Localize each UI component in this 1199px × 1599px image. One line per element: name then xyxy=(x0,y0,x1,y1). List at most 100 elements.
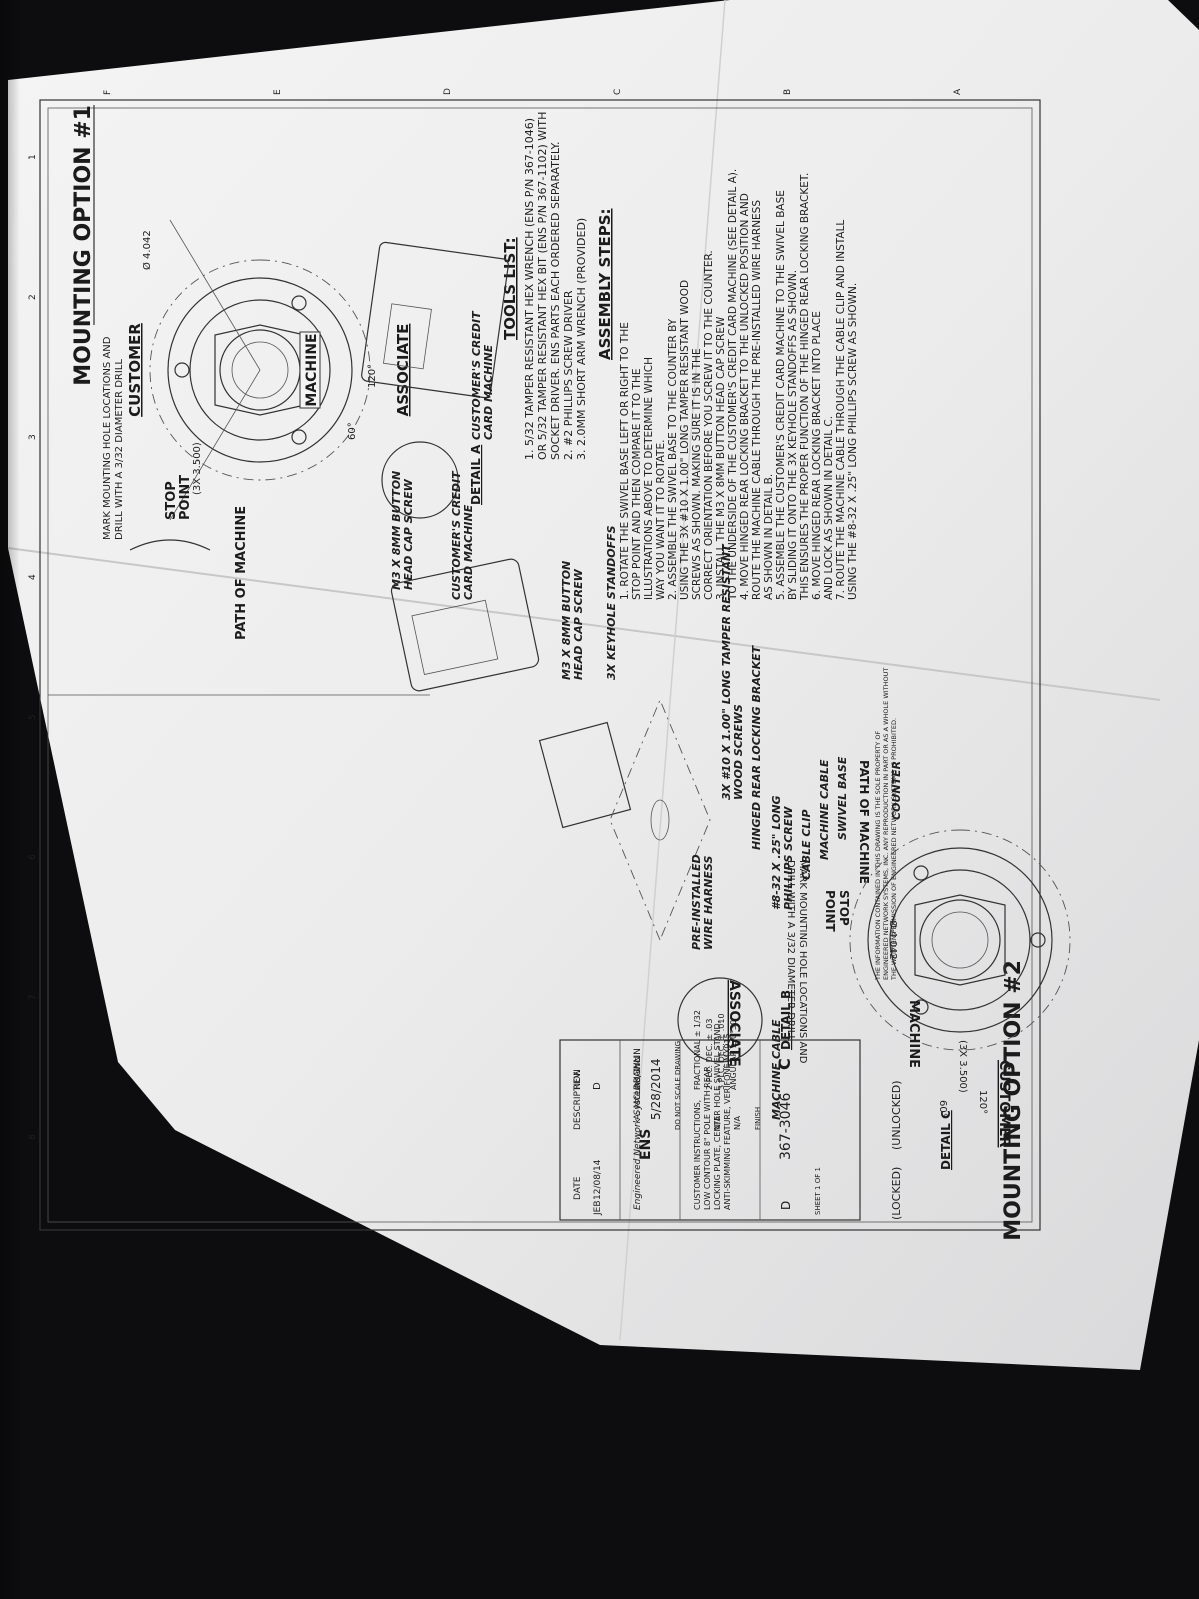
center-hub xyxy=(919,899,1001,981)
bolt-circle xyxy=(849,829,1071,1051)
assembly-line-12: ROUTE THE MACHINE CABLE THROUGH THE PRE-… xyxy=(751,200,763,600)
drawn-date: 5/28/2014 xyxy=(649,1058,663,1120)
na-1: N/A xyxy=(713,1115,722,1130)
tools-line-2: OR 5/32 TAMPER RESISTANT HEX BIT (ENS P/… xyxy=(536,112,549,460)
zone-marks: 1 2 3 4 5 6 7 8 A B C D E F xyxy=(28,88,963,1140)
cable-clip-label: CABLE CLIP xyxy=(800,809,813,880)
size-value: C xyxy=(775,1058,794,1070)
assembly-line-17: 6. MOVE HINGED REAR LOCKING BRACKET INTO… xyxy=(811,311,823,600)
zone-mark: B xyxy=(783,89,793,95)
mount-hole-2 xyxy=(291,295,307,311)
zone-mark: 1 xyxy=(28,154,38,160)
base-outer-ring xyxy=(867,847,1053,1033)
disclaimer-2: ENGINEERED NETWORK SYSTEMS, INC. ANY REP… xyxy=(882,668,890,980)
zone-mark: 2 xyxy=(28,294,38,300)
ens-logo: ENS xyxy=(638,1129,654,1160)
option1-stop-point-2: POINT xyxy=(178,475,193,520)
zone-mark: E xyxy=(273,89,283,95)
center-hole xyxy=(231,341,289,399)
assembly-line-11: 4. MOVE HINGED REAR LOCKING BRACKET TO T… xyxy=(739,193,751,600)
zone-mark: A xyxy=(953,88,963,95)
assembly-heading: ASSEMBLY STEPS: xyxy=(596,208,614,360)
base-outer-ring xyxy=(167,277,353,463)
exploded-assembly: CUSTOMER'S CREDIT CARD MACHINE M3 X 8MM … xyxy=(390,470,903,942)
m3-screw-a-1: M3 X 8MM BUTTON xyxy=(390,471,403,590)
option1-stop-point-1: STOP xyxy=(164,481,179,520)
detail-b-circle xyxy=(677,977,763,1063)
tools-line-5: 3. 2.0MM SHORT ARM WRENCH (PROVIDED) xyxy=(575,218,588,460)
assembly-line-7: SCREWS AS SHOWN. MAKING SURE IT IS IN TH… xyxy=(691,348,703,600)
tools-line-4: 2. #2 PHILLIPS SCREW DRIVER xyxy=(562,290,575,460)
customers-machine-a-1: CUSTOMER'S CREDIT xyxy=(470,310,483,440)
phillips-2: PHILLIPS SCREW xyxy=(782,806,795,910)
machine-cable-label: MACHINE CABLE xyxy=(818,759,831,860)
locked-label: (LOCKED) xyxy=(890,1167,903,1220)
assembly-line-2: STOP POINT AND THEN COMPARE IT TO THE xyxy=(631,369,643,600)
assembly-line-6: USING THE 3X #10 X 1.00" LONG TAMPER RES… xyxy=(679,280,691,600)
m3-screw-b-1: M3 X 8MM BUTTON xyxy=(560,561,573,680)
assembly-line-13: AS SHOWN IN DETAIL B. xyxy=(763,474,775,600)
counter-label: COUNTER xyxy=(890,761,903,820)
title-line-3: LOCKING PLATE, CENTER HOLE SWIVEL STAND, xyxy=(713,1021,722,1210)
company-name: Engineered Network Systems, Inc. xyxy=(633,1055,643,1210)
option2-stop-1: STOP xyxy=(837,890,851,926)
assembly-line-8: CORRECT ORIENTATION BEFORE YOU SCREW IT … xyxy=(703,250,715,600)
angle-120: 120° xyxy=(367,364,378,388)
drawing-sheet: MOUNTING OPTION #1 MACHINE CUSTOMER ASSO… xyxy=(28,88,1071,1241)
zone-mark: F xyxy=(103,90,113,95)
detail-c-illustration: DETAIL C (UNLOCKED) (LOCKED) xyxy=(890,1080,953,1220)
wire-harness-2: WIRE HARNESS xyxy=(702,856,715,950)
tools-heading: TOOLS LIST: xyxy=(501,237,519,340)
assembly-line-9: 3. INSTALL THE M3 X 8MM BUTTON HEAD CAP … xyxy=(715,316,727,600)
mount-hole-2 xyxy=(913,865,929,881)
keyhole-label: 3X KEYHOLE STANDOFFS xyxy=(605,525,618,680)
dim-line xyxy=(169,219,261,371)
rev-label: REV. xyxy=(573,1070,583,1090)
wood-screws-2: WOOD SCREWS xyxy=(732,704,745,800)
tools-line-3: SOCKET DRIVER. ENS PARTS EACH ORDERED SE… xyxy=(549,141,562,460)
option2-angle-60: 60° xyxy=(937,1100,948,1118)
na-2: N/A xyxy=(733,1115,742,1130)
customers-machine-a-2: CARD MACHINE xyxy=(482,344,495,440)
customers-machine-b-2: CARD MACHINE xyxy=(462,504,475,600)
wood-screws-1: 3X #10 X 1.00" LONG TAMPER RESISTANT xyxy=(720,543,733,800)
option2-path: PATH OF MACHINE xyxy=(857,760,871,884)
unlocked-label: (UNLOCKED) xyxy=(890,1080,903,1150)
counter-hole xyxy=(650,799,670,841)
counter-slab xyxy=(609,698,711,942)
option1-title: MOUNTING OPTION #1 xyxy=(71,105,96,386)
zone-mark: 7 xyxy=(28,994,38,1000)
assembly-line-14: 5. ASSEMBLE THE CUSTOMER'S CREDIT CARD M… xyxy=(775,190,787,600)
fold-crease-vertical xyxy=(619,0,726,1341)
card-machine-screen xyxy=(411,599,499,675)
title-line-1: CUSTOMER INSTRUCTIONS, xyxy=(693,1100,702,1210)
detail-a-circle xyxy=(381,441,459,519)
disclaimer: THE INFORMATION CONTAINED IN THIS DRAWIN… xyxy=(874,668,898,981)
swivel-plate xyxy=(914,894,1006,986)
swivel-base-label: SWIVEL BASE xyxy=(836,756,849,840)
option2-diagram xyxy=(849,829,1071,1051)
fold-crease xyxy=(7,547,1161,701)
center-hole xyxy=(931,911,989,969)
card-machine-underside xyxy=(361,241,509,399)
assembly-line-5: 2. ASSEMBLE THE SWIVEL BASE TO THE COUNT… xyxy=(667,318,679,600)
option2-note-2: DRILL WITH A 3/32 DIAMETER DRILL xyxy=(785,860,796,1041)
option2-dim-dia: Ø 4.042 xyxy=(887,920,899,960)
zone-mark: 3 xyxy=(28,434,38,440)
assembly-line-10: TO THE UNDERSIDE OF THE CUSTOMER'S CREDI… xyxy=(727,169,739,601)
mount-hole-3 xyxy=(913,999,929,1015)
description-label: DESCRIPTION xyxy=(573,1069,583,1130)
option2-title: MOUNTING OPTION #2 xyxy=(1001,960,1026,1241)
rev-value: D xyxy=(592,1082,603,1090)
hinged-bracket-label: HINGED REAR LOCKING BRACKET xyxy=(750,644,763,850)
wire-harness-1: PRE-INSTALLED xyxy=(690,854,703,950)
mount-hole-1 xyxy=(1030,932,1046,948)
dwg-no: 367-3046 xyxy=(778,1093,794,1160)
customer-label: CUSTOMER xyxy=(126,323,144,417)
option2-angle-120: 120° xyxy=(977,1090,988,1114)
assembly-steps: ASSEMBLY STEPS: 1. ROTATE THE SWIVEL BAS… xyxy=(596,169,859,601)
finish-label: FINISH xyxy=(754,1107,762,1130)
option1-note-line2: DRILL WITH A 3/32 DIAMETER DRILL xyxy=(114,359,125,540)
detail-a-illustration: M3 X 8MM BUTTON HEAD CAP SCREW DETAIL A … xyxy=(361,241,509,590)
